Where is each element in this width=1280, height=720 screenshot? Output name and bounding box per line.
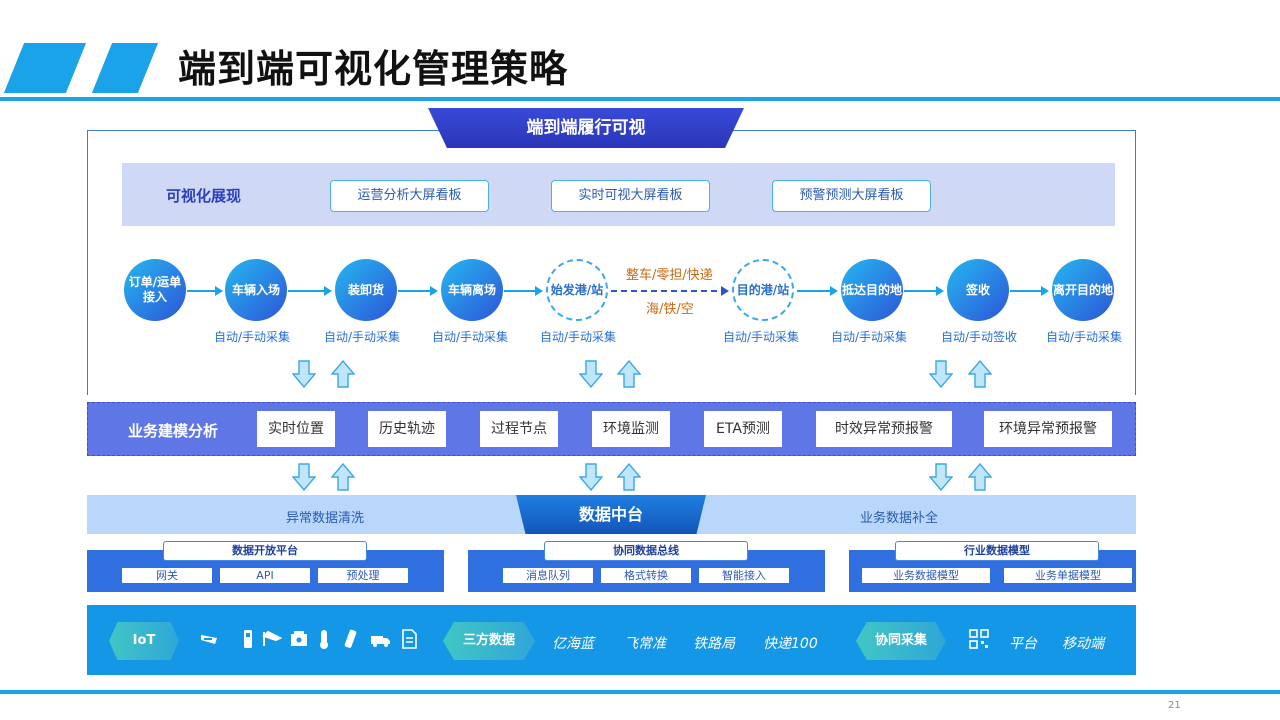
transport-modes-bottom: 海/铁/空 bbox=[646, 302, 694, 317]
handheld-icon bbox=[244, 630, 252, 648]
transport-modes-top: 整车/零担/快递 bbox=[626, 268, 713, 283]
node-caption: 自动/手动采集 bbox=[831, 330, 908, 344]
platform-item-gateway[interactable]: 网关 bbox=[122, 568, 212, 583]
node-origin-port[interactable]: 始发港/站 bbox=[546, 259, 608, 321]
third-party-badge[interactable]: 三方数据 bbox=[443, 622, 535, 660]
node-loading[interactable]: 装卸货 bbox=[335, 259, 397, 321]
node-order-intake[interactable]: 订单/运单接入 bbox=[124, 259, 186, 321]
node-caption: 自动/手动采集 bbox=[1046, 330, 1123, 344]
arrow-up-icon bbox=[968, 463, 992, 491]
visualization-label: 可视化展现 bbox=[166, 187, 242, 205]
flow-arrow-7 bbox=[904, 286, 944, 296]
arrow-up-icon bbox=[968, 360, 992, 388]
board-warning[interactable]: 预警预测大屏看板 bbox=[772, 180, 931, 212]
node-caption: 自动/手动采集 bbox=[540, 330, 617, 344]
collab-badge[interactable]: 协同采集 bbox=[856, 622, 946, 660]
flow-arrow-8 bbox=[1010, 286, 1049, 296]
arrow-down-icon bbox=[579, 463, 603, 491]
arrow-down-icon bbox=[292, 463, 316, 491]
partner-yihailan: 亿海蓝 bbox=[552, 636, 594, 652]
flow-arrow-2 bbox=[288, 286, 332, 296]
biz-eta[interactable]: ETA预测 bbox=[704, 411, 782, 447]
document-icon bbox=[402, 629, 417, 649]
biz-process-nodes[interactable]: 过程节点 bbox=[480, 411, 558, 447]
node-caption: 自动/手动采集 bbox=[324, 330, 401, 344]
partner-feichangzhun: 飞常准 bbox=[624, 636, 666, 652]
flow-arrow-transport bbox=[611, 286, 729, 296]
platform-data-bus-title[interactable]: 协同数据总线 bbox=[544, 541, 748, 561]
platform-item-smart-access[interactable]: 智能接入 bbox=[699, 568, 789, 583]
e2e-banner: 端到端履行可视 bbox=[428, 108, 744, 148]
node-leave-dest[interactable]: 离开目的地 bbox=[1052, 259, 1114, 321]
platform-item-api[interactable]: API bbox=[220, 568, 310, 583]
data-source-band bbox=[87, 605, 1136, 675]
header-stripe-1 bbox=[3, 43, 87, 93]
arrow-up-icon bbox=[331, 360, 355, 388]
board-realtime[interactable]: 实时可视大屏看板 bbox=[551, 180, 710, 212]
rfid-tag-icon bbox=[344, 629, 357, 648]
footer-rule bbox=[0, 690, 1280, 694]
truck-icon bbox=[371, 636, 390, 647]
node-arrive-dest[interactable]: 抵达目的地 bbox=[841, 259, 903, 321]
hub-left-text: 异常数据清洗 bbox=[286, 511, 365, 526]
board-ops-analysis[interactable]: 运营分析大屏看板 bbox=[330, 180, 489, 212]
collab-mobile: 移动端 bbox=[1062, 636, 1104, 652]
camera-icon bbox=[262, 630, 283, 646]
thermometer-icon bbox=[320, 630, 328, 649]
platform-item-biz-doc[interactable]: 业务单据模型 bbox=[1004, 568, 1132, 583]
arrow-down-icon bbox=[929, 463, 953, 491]
arrow-down-icon bbox=[292, 360, 316, 388]
platform-item-format[interactable]: 格式转换 bbox=[601, 568, 691, 583]
data-hub-center[interactable]: 数据中台 bbox=[516, 495, 706, 534]
arrow-up-icon bbox=[617, 360, 641, 388]
sensor-box-icon bbox=[291, 631, 307, 646]
biz-realtime-location[interactable]: 实时位置 bbox=[257, 411, 335, 447]
page-number: 21 bbox=[1168, 700, 1181, 711]
node-vehicle-exit[interactable]: 车辆离场 bbox=[441, 259, 503, 321]
platform-open-data-title[interactable]: 数据开放平台 bbox=[163, 541, 367, 561]
arrow-up-icon bbox=[617, 463, 641, 491]
biz-env-alert[interactable]: 环境异常预报警 bbox=[984, 411, 1112, 447]
biz-modeling-label: 业务建模分析 bbox=[128, 422, 219, 440]
page-title: 端到端可视化管理策略 bbox=[178, 47, 569, 91]
platform-item-biz-data[interactable]: 业务数据模型 bbox=[862, 568, 990, 583]
partner-kuaidi100: 快递100 bbox=[763, 636, 818, 652]
node-dest-port[interactable]: 目的港/站 bbox=[732, 259, 794, 321]
flow-arrow-4 bbox=[504, 286, 543, 296]
platform-item-queue[interactable]: 消息队列 bbox=[503, 568, 593, 583]
node-vehicle-entry[interactable]: 车辆入场 bbox=[225, 259, 287, 321]
node-sign[interactable]: 签收 bbox=[947, 259, 1009, 321]
node-caption: 自动/手动签收 bbox=[941, 330, 1018, 344]
qr-code-icon bbox=[969, 629, 989, 649]
flow-arrow-1 bbox=[187, 286, 223, 296]
node-caption: 自动/手动采集 bbox=[214, 330, 291, 344]
biz-history-track[interactable]: 历史轨迹 bbox=[368, 411, 446, 447]
flow-arrow-3 bbox=[398, 286, 438, 296]
flow-arrow-6 bbox=[797, 286, 838, 296]
hub-right-text: 业务数据补全 bbox=[860, 511, 939, 526]
scanner-icon bbox=[201, 635, 217, 644]
collab-platform: 平台 bbox=[1009, 636, 1037, 652]
arrow-down-icon bbox=[579, 360, 603, 388]
node-caption: 自动/手动采集 bbox=[723, 330, 800, 344]
platform-item-preprocess[interactable]: 预处理 bbox=[318, 568, 408, 583]
node-caption: 自动/手动采集 bbox=[432, 330, 509, 344]
arrow-up-icon bbox=[331, 463, 355, 491]
partner-railway: 铁路局 bbox=[693, 636, 735, 652]
header-stripe-2 bbox=[91, 43, 159, 93]
biz-env-monitor[interactable]: 环境监测 bbox=[592, 411, 670, 447]
iot-badge[interactable]: IoT bbox=[109, 622, 179, 660]
biz-timeliness-alert[interactable]: 时效异常预报警 bbox=[816, 411, 952, 447]
platform-industry-model-title[interactable]: 行业数据模型 bbox=[895, 541, 1099, 561]
header-rule bbox=[0, 97, 1280, 101]
arrow-down-icon bbox=[929, 360, 953, 388]
